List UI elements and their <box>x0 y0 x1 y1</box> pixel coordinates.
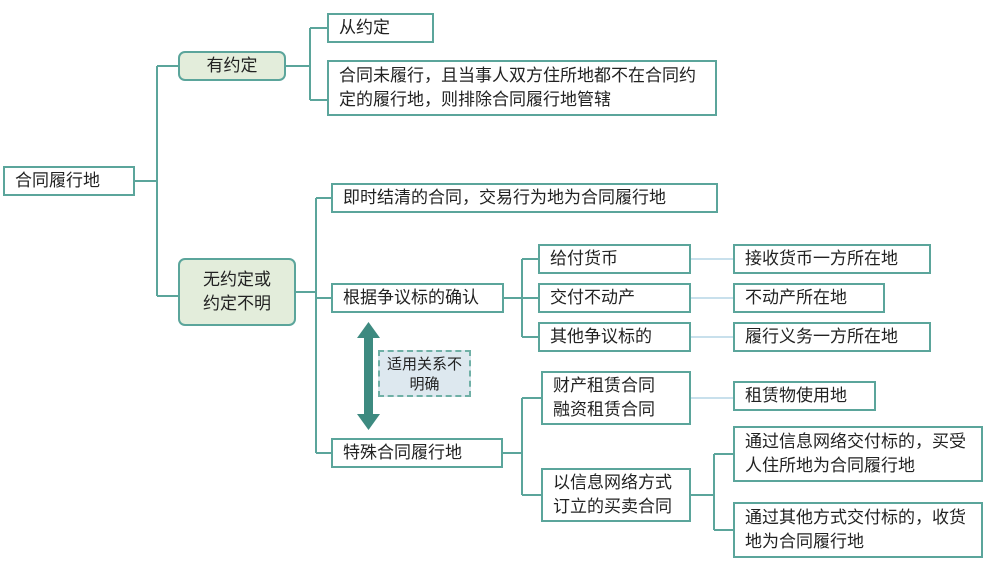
node-lease: 财产租赁合同 融资租赁合同 <box>541 371 691 425</box>
connector-agreed <box>286 27 327 101</box>
relation-note: 适用关系不明确 <box>378 350 471 397</box>
node-agreed: 有约定 <box>178 51 286 81</box>
node-pay-money: 给付货币 <box>538 244 691 274</box>
node-by-subject: 根据争议标的确认 <box>331 283 504 313</box>
result-online-delivery: 通过信息网络交付标的，买受人住所地为合同履行地 <box>733 426 983 482</box>
result-real-estate: 不动产所在地 <box>733 283 885 313</box>
connector-online <box>691 453 733 531</box>
node-not-agreed: 无约定或约定不明 <box>178 258 296 326</box>
connector-special <box>503 397 541 496</box>
result-other-delivery: 通过其他方式交付标的，收货地为合同履行地 <box>733 502 983 558</box>
node-real-estate: 交付不动产 <box>538 283 691 313</box>
connector-subject <box>504 258 538 338</box>
leaf-line <box>691 258 733 399</box>
result-money: 接收货币一方所在地 <box>733 244 931 274</box>
double-arrow-icon <box>357 322 380 430</box>
result-lease: 租赁物使用地 <box>733 381 876 411</box>
result-other: 履行义务一方所在地 <box>733 322 931 352</box>
node-follow-agreement: 从约定 <box>327 13 434 43</box>
node-other-subject: 其他争议标的 <box>538 322 691 352</box>
node-online: 以信息网络方式订立的买卖合同 <box>541 468 691 522</box>
node-exclusion: 合同未履行，且当事人双方住所地都不在合同约定的履行地，则排除合同履行地管辖 <box>327 60 717 116</box>
connector-root <box>135 65 178 297</box>
node-special: 特殊合同履行地 <box>331 438 503 468</box>
node-immediate: 即时结清的合同，交易行为地为合同履行地 <box>331 183 718 213</box>
root-node: 合同履行地 <box>3 166 135 196</box>
connector-not-agreed <box>296 197 331 454</box>
